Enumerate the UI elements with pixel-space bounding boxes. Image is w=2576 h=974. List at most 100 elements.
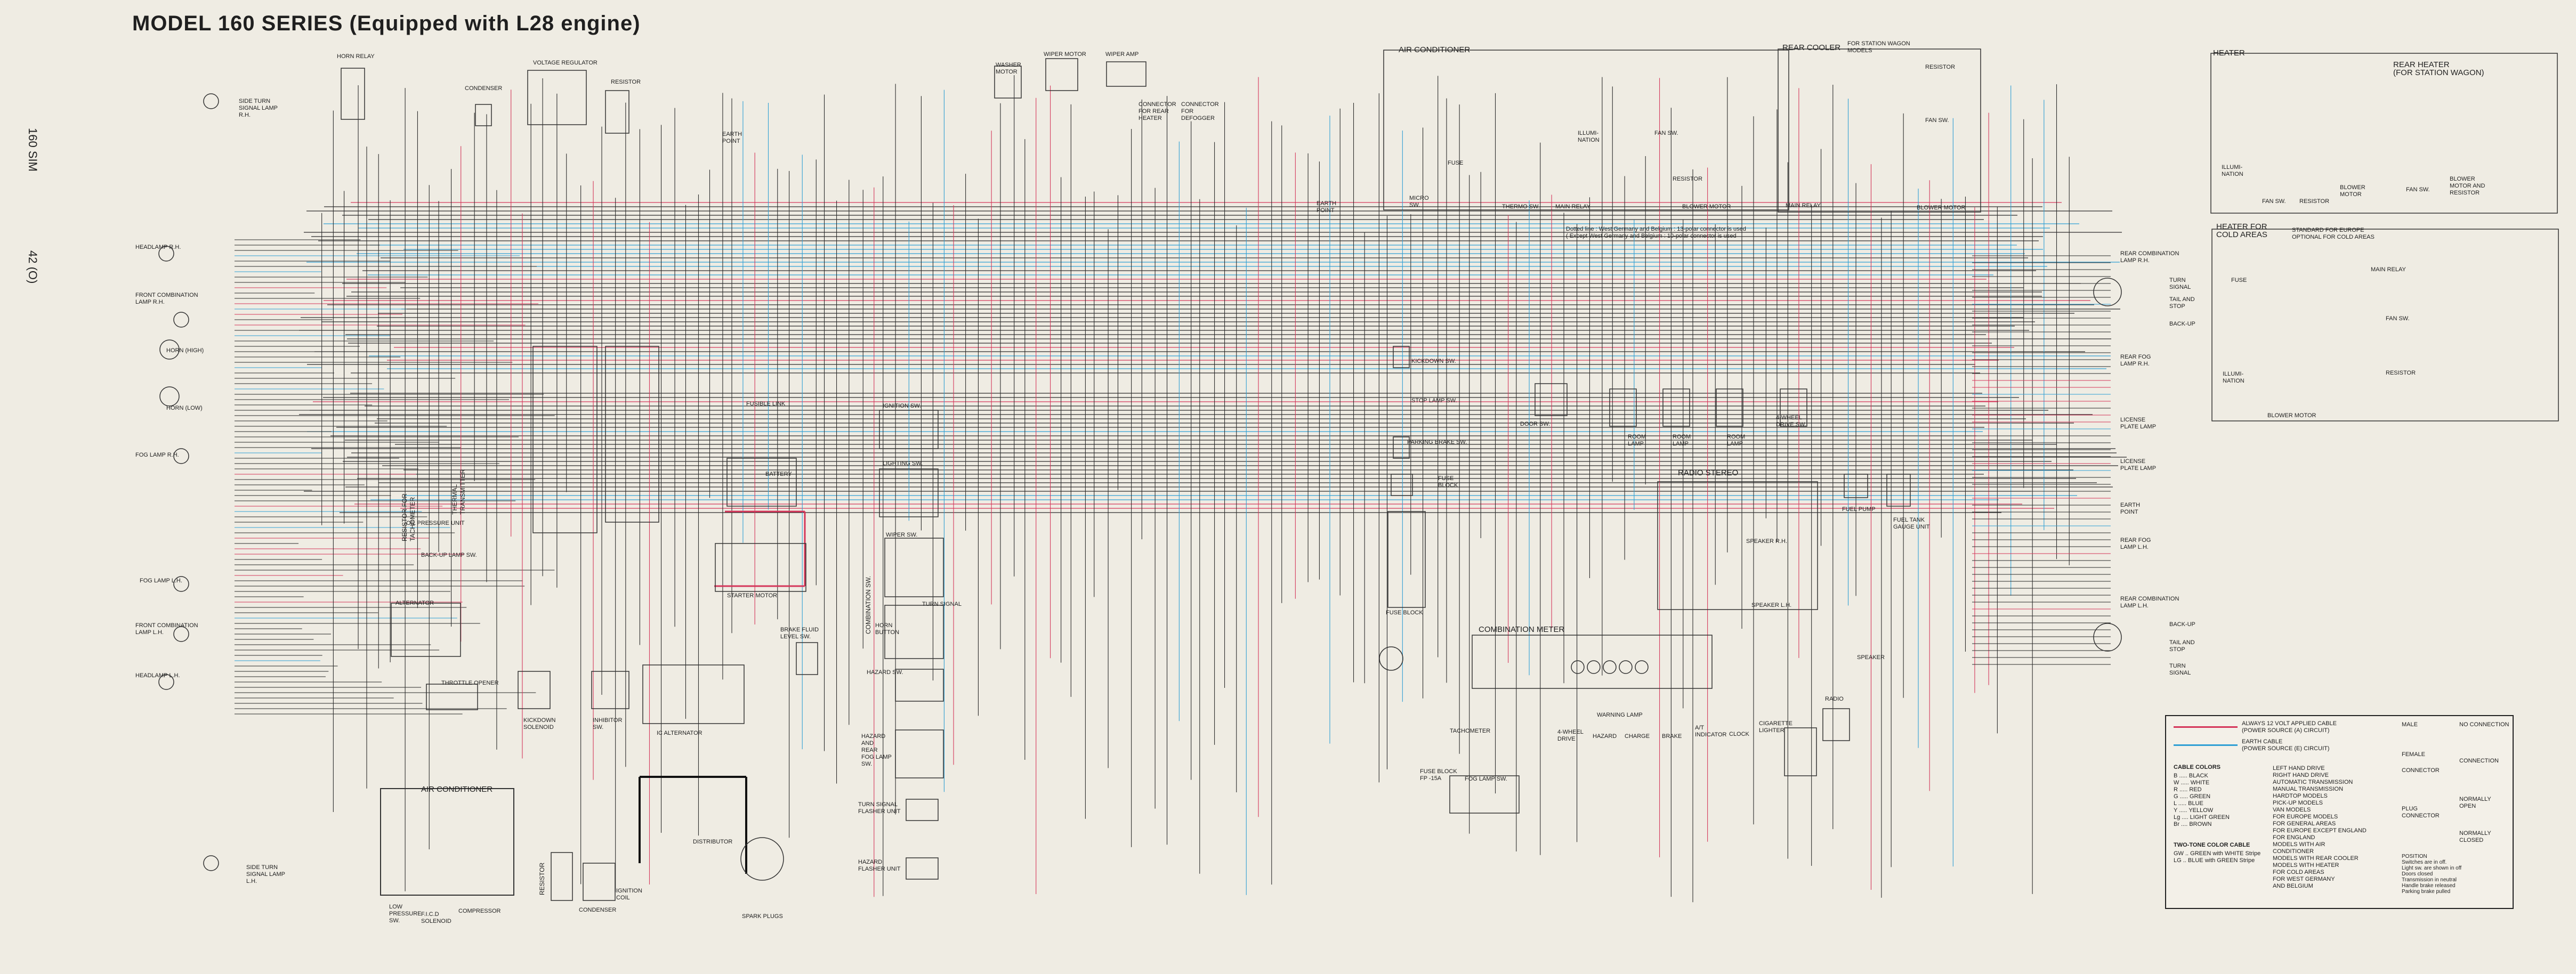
rear-fog-rh-label: REAR FOG LAMP R.H. [2120,354,2151,367]
component-box [1383,50,1789,210]
component-box [994,66,1022,99]
component-box [1609,388,1637,427]
earth-point-mid-label: EARTH POINT [1317,200,1337,214]
charge-warning-label: CHARGE [1625,733,1650,740]
fuse-block-label: FUSE BLOCK [1438,475,1458,489]
license-plate-1-label: LICENSE PLATE LAMP [2120,417,2157,430]
earth-point-top-label: EARTH POINT [722,131,742,144]
hazard-flasher-label: HAZARD FLASHER UNIT [858,859,901,872]
rear-cooler-title: REAR COOLER [1782,43,1841,52]
component-box [1844,474,1868,498]
door-sw-label: DOOR SW. [1520,421,1551,427]
compressor-label: COMPRESSOR [458,908,501,914]
brake-fluid-label: BRAKE FLUID LEVEL SW. [780,627,819,640]
component-box [518,671,551,709]
gauge-symbol [1619,660,1633,674]
hazard-rear-fog-label: HAZARD AND REAR FOG LAMP SW. [861,733,892,767]
legend-no-connection: NO CONNECTION [2459,721,2509,728]
ic-alternator-label: IC ALTERNATOR [657,730,702,736]
for-station-wagon-label: FOR STATION WAGON MODELS [1847,40,1910,54]
legend-normally-closed: NORMALLY CLOSED [2459,830,2491,843]
throttle-opener-label: THROTTLE OPENER [441,680,499,686]
gauge-symbol [1571,660,1585,674]
fuse-ac-label: FUSE [1448,160,1464,166]
legend-female: FEMALE [2402,751,2426,758]
voltage-regulator-label: VOLTAGE REGULATOR [533,60,597,66]
fuse-block-fp-label: FUSE BLOCK FP -15A [1420,768,1457,782]
component-box [551,852,573,901]
ac-left-box [380,788,514,896]
component-box [884,605,944,659]
connector-rear-heater-label: CONNECTOR FOR REAR HEATER [1138,101,1176,121]
legend-red-swatch [2174,726,2238,728]
lamp-symbol [173,626,189,642]
edge-series-mark: 160 SIM [26,128,39,172]
gauge-symbol [1635,660,1649,674]
hazard-sw-label: HAZARD SW. [867,669,903,676]
legend-earth-text: EARTH CABLE (POWER SOURCE (E) CIRCUIT) [2242,738,2330,752]
resistor-rc-label: RESISTOR [1925,64,1956,70]
legend-always-12v [2174,724,2242,730]
legend-cable-colors: B ..... BLACK W ..... WHITE R ..... RED … [2174,773,2230,827]
speaker-label: SPEAKER [1857,654,1885,661]
component-box [1886,474,1911,507]
component-box [1045,58,1078,91]
lamp-symbol [173,576,189,592]
side-turn-lh-label: SIDE TURN SIGNAL LAMP L.H. [246,864,285,884]
component-box [391,603,461,657]
lamp-symbol [173,312,189,328]
fog-lamp-rh-label: FOG LAMP R.H. [135,452,179,458]
component-box [1472,635,1713,689]
component-box [895,669,944,702]
illumination-h-label: ILLUMI- NATION [2222,164,2243,177]
blower-motor-rc-label: BLOWER MOTOR [1917,205,1966,211]
legend-connector: CONNECTOR [2402,767,2440,774]
headlamp-lh-label: HEADLAMP L.H. [135,672,180,679]
legend-plug-connector: PLUG CONNECTOR [2402,806,2440,819]
component-box [1822,708,1850,741]
warning-lamp-label: WARNING LAMP [1597,712,1643,718]
backup-rh-label: BACK-UP [2169,321,2195,327]
component-box [715,543,806,592]
component-box [583,863,616,901]
component-box [1716,388,1743,427]
oil-pressure-label: OIL PRESSURE UNIT [406,520,465,526]
low-pressure-sw-label: LOW PRESSURE SW. [389,904,422,924]
ignition-sw-label: IGNITION SW. [883,403,922,409]
clock-label: CLOCK [1729,731,1749,737]
tail-stop-lh-label: TAIL AND STOP [2169,639,2195,653]
license-plate-2-label: LICENSE PLATE LAMP [2120,458,2157,472]
backup-lh-label: BACK-UP [2169,621,2195,628]
legend-blue-swatch [2174,744,2238,746]
component-box [796,642,818,675]
rear-lamp-symbol [2093,278,2122,306]
thermo-sw-label: THERMO SW. [1502,204,1540,210]
blower-motor-rh-label: BLOWER MOTOR AND RESISTOR [2450,176,2485,196]
kickdown-sw-label: KICKDOWN SW. [1411,358,1456,364]
component-boxes [158,48,2559,901]
blower-motor-h-label: BLOWER MOTOR [2340,184,2365,198]
horn-high-label: HORN (HIGH) [166,347,204,354]
horn-symbol [159,339,180,360]
fusible-link-label: FUSIBLE LINK [746,401,786,407]
connector-defogger-label: CONNECTOR FOR DEFOGGER [1181,101,1219,121]
main-relay-rc-label: MAIN RELAY [1786,202,1821,209]
horn-symbol [159,386,180,407]
component-box [426,684,478,710]
rear-lamp-symbol [2093,623,2122,652]
component-box [380,788,514,896]
fan-sw-hc-label: FAN SW. [2386,315,2410,322]
distributor-label: DISTRIBUTOR [693,839,733,845]
side-turn-rh-label: SIDE TURN SIGNAL LAMP R.H. [239,98,278,118]
legend-two-tone-title: TWO-TONE COLOR CABLE [2174,842,2250,848]
resistor-ac-label: RESISTOR [1673,176,1703,182]
alternator-label: ALTERNATOR [395,600,434,606]
battery-label: BATTERY [765,471,792,477]
component-box [591,671,629,709]
page-title: MODEL 160 SERIES (Equipped with L28 engi… [132,12,641,35]
main-relay-hc-label: MAIN RELAY [2371,266,2406,273]
wire-harness [235,75,2127,903]
blower-motor-ac-label: BLOWER MOTOR [1682,204,1731,210]
thermal-transmitter-label: THERMAL TRANSMITTER [451,469,466,515]
kickdown-solenoid-label: KICKDOWN SOLENOID [523,717,556,730]
